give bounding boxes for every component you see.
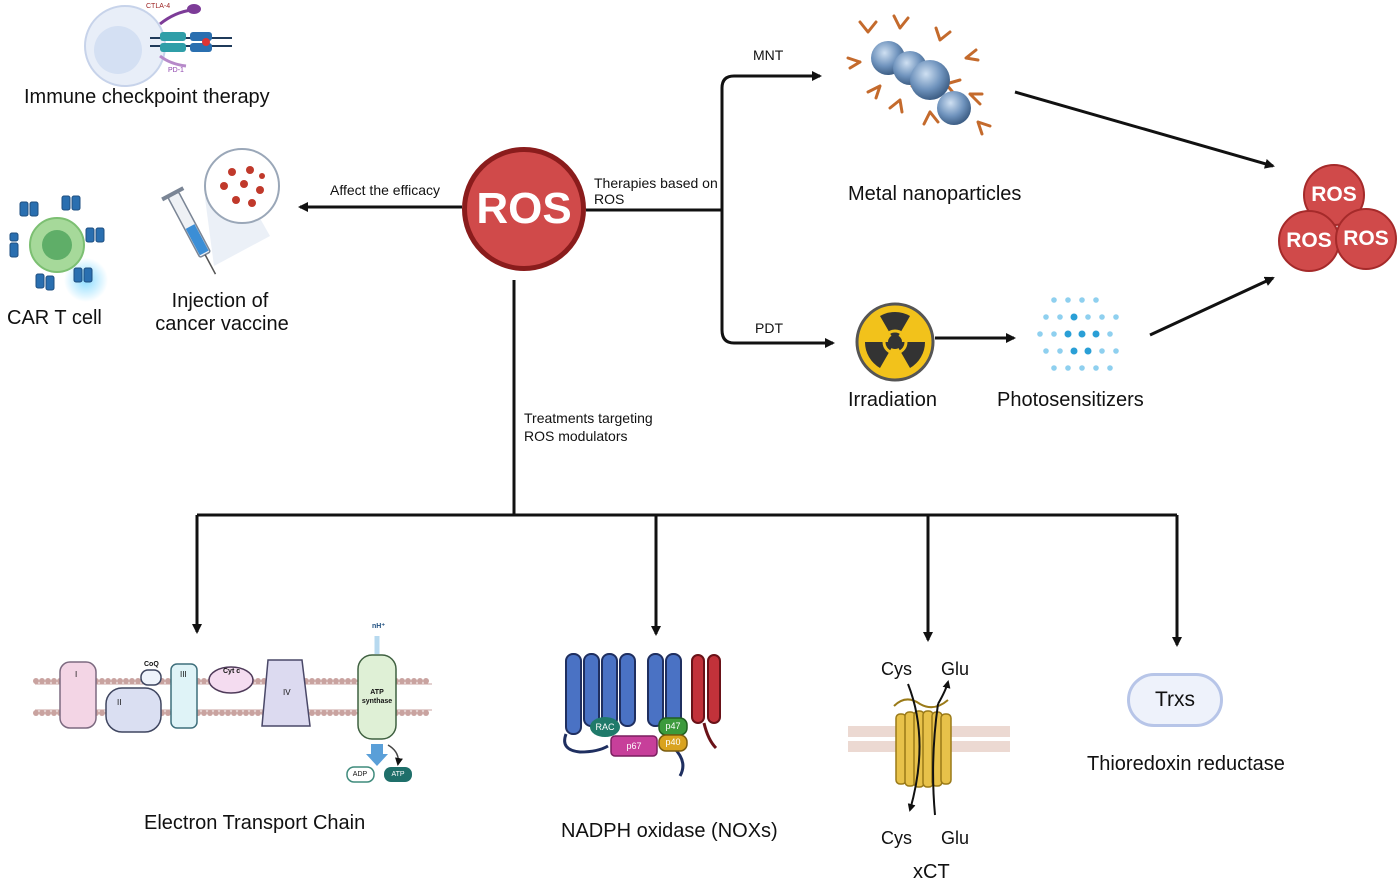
label-cys-bottom: Cys: [881, 828, 912, 848]
label-nox-title: NADPH oxidase (NOXs): [561, 820, 778, 842]
arrow-mnt: [720, 71, 822, 210]
label-coq: CoQ: [144, 661, 159, 668]
connectors: [192, 71, 1275, 647]
label-atp-synthase-2: synthase: [361, 698, 393, 705]
label-ctla4: CTLA-4: [146, 3, 171, 10]
ros-cluster-left: ROS: [1278, 210, 1340, 272]
label-p47: p47: [665, 721, 681, 731]
arrow-pdt: [720, 210, 835, 348]
atp-flow-arrow: [366, 744, 388, 766]
label-photosensitizers: Photosensitizers: [997, 389, 1144, 411]
label-p40: p40: [665, 737, 681, 747]
label-adp: ADP: [352, 771, 368, 778]
label-xct-title: xCT: [913, 861, 950, 883]
arrow-metal-to-ros: [1014, 90, 1275, 169]
label-etc-title: Electron Transport Chain: [144, 812, 366, 834]
label-immune-checkpoint: Immune checkpoint therapy: [24, 86, 270, 108]
car-t-cell-icon: [9, 195, 108, 302]
label-cys-top: Cys: [881, 659, 912, 679]
label-atp: ATP: [391, 771, 405, 778]
label-glu-bottom: Glu: [941, 828, 970, 848]
complex-i: [59, 661, 97, 729]
label-affect-efficacy: Affect the efficacy: [330, 182, 440, 198]
cyt-c: [208, 666, 254, 694]
ros-center-node: ROS: [462, 147, 586, 271]
label-pdt: PDT: [755, 320, 783, 336]
label-metal-nanoparticles: Metal nanoparticles: [848, 183, 1022, 205]
complex-iii: [170, 663, 198, 729]
coq: [140, 669, 162, 686]
p40-subunit: [658, 734, 688, 752]
photosensitizers-icon: [1037, 297, 1119, 371]
nox-complex: [563, 653, 721, 777]
label-vaccine-2: cancer vaccine: [155, 313, 289, 335]
ros-cluster-right: ROS: [1335, 208, 1397, 270]
complex-ii: [105, 687, 162, 733]
atp-synthase: [357, 654, 397, 740]
label-complex-iii: III: [180, 670, 187, 679]
label-trx-title: Thioredoxin reductase: [1087, 753, 1285, 775]
metal-nanoparticles-icon: [846, 14, 992, 136]
etc-membrane: [33, 636, 432, 783]
label-therapies-1: Therapies based on: [594, 175, 718, 191]
label-vaccine-1: Injection of: [171, 290, 269, 312]
label-treatments-2: ROS modulators: [524, 428, 628, 444]
label-atp-synthase-1: ATP: [370, 689, 384, 696]
cancer-vaccine-icon: [161, 148, 280, 275]
label-complex-i: I: [75, 670, 78, 679]
label-complex-iv: IV: [283, 688, 291, 697]
xct-transporter: [848, 680, 1010, 816]
rac-subunit: [590, 717, 620, 737]
adp-badge: [346, 766, 375, 783]
label-car-t: CAR T cell: [7, 307, 102, 329]
label-treatments-1: Treatments targeting: [524, 410, 653, 426]
label-rac: RAC: [595, 722, 615, 732]
label-pd1: PD-1: [168, 67, 184, 74]
complex-iv: [261, 659, 311, 727]
p67-subunit: [610, 735, 658, 757]
trxs-badge: Trxs: [1127, 673, 1223, 727]
label-nh: nH⁺: [372, 623, 386, 630]
label-mnt: MNT: [753, 47, 784, 63]
label-p67: p67: [626, 741, 642, 751]
arrow-photo-to-ros: [1149, 276, 1275, 337]
immune-checkpoint-icon: [84, 4, 232, 87]
atp-badge: [384, 767, 412, 782]
label-irradiation: Irradiation: [848, 389, 937, 411]
label-therapies-2: ROS: [594, 191, 625, 207]
radiation-icon: [855, 302, 935, 382]
label-glu-top: Glu: [941, 659, 970, 679]
label-cytc: Cyt c: [223, 668, 241, 675]
label-complex-ii: II: [117, 698, 122, 707]
